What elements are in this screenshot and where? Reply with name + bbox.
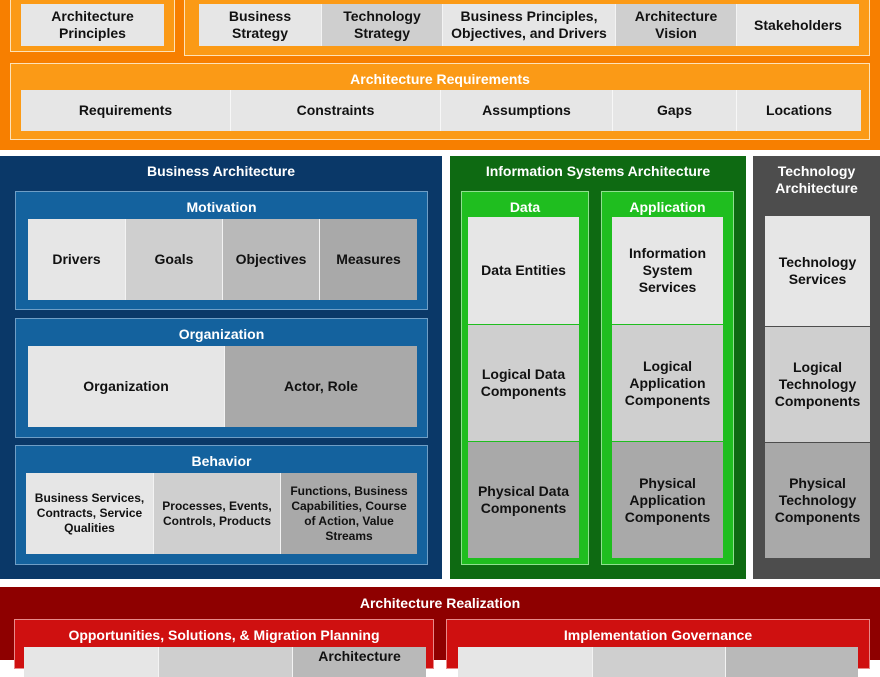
data-entities-cell: Data Entities	[468, 217, 579, 324]
governance-cell-2	[592, 647, 725, 677]
technology-architecture-panel: Technology Architecture Technology Servi…	[753, 156, 880, 579]
gaps-cell: Gaps	[612, 90, 736, 131]
objectives-cell: Objectives	[222, 219, 319, 300]
information-systems-title: Information Systems Architecture	[485, 162, 711, 179]
business-principles-cell: Business Principles, Objectives, and Dri…	[442, 4, 615, 46]
processes-events-cell: Processes, Events, Controls, Products	[153, 473, 280, 554]
opportunities-cell-1	[24, 647, 158, 677]
requirements-title: Architecture Requirements	[350, 70, 530, 87]
technology-architecture-title: Technology Architecture	[775, 163, 858, 196]
principles-box: Architecture Principles	[10, 0, 175, 52]
organization-title: Organization	[178, 325, 265, 342]
architecture-vision-cell: Architecture Vision	[615, 4, 736, 46]
opportunities-title: Opportunities, Solutions, & Migration Pl…	[68, 626, 380, 643]
application-title: Application	[629, 198, 706, 215]
architecture-cell: Architecture	[292, 647, 426, 677]
drivers-cell: Drivers	[28, 219, 125, 300]
logical-technology-components-cell: Logical Technology Components	[765, 327, 870, 442]
data-box: Data Data Entities Logical Data Componen…	[461, 191, 589, 565]
governance-cell-3	[725, 647, 858, 677]
strategy-box: Business Strategy Technology Strategy Bu…	[184, 0, 870, 56]
architecture-principles-cell: Architecture Principles	[21, 4, 164, 46]
organization-cell: Organization	[28, 346, 224, 427]
governance-cell-1	[458, 647, 592, 677]
governance-box: Implementation Governance	[446, 619, 870, 677]
logical-data-components-cell: Logical Data Components	[468, 325, 579, 441]
goals-cell: Goals	[125, 219, 222, 300]
measures-cell: Measures	[319, 219, 417, 300]
opportunities-box: Opportunities, Solutions, & Migration Pl…	[14, 619, 434, 677]
physical-application-components-cell: Physical Application Components	[612, 442, 723, 558]
functions-capabilities-cell: Functions, Business Capabilities, Course…	[280, 473, 417, 554]
logical-application-components-cell: Logical Application Components	[612, 325, 723, 441]
physical-technology-components-cell: Physical Technology Components	[765, 443, 870, 558]
physical-data-components-cell: Physical Data Components	[468, 442, 579, 558]
information-systems-panel: Information Systems Architecture Data Da…	[450, 156, 746, 579]
requirements-cell: Requirements	[21, 90, 230, 131]
application-box: Application Information System Services …	[601, 191, 734, 565]
behavior-box: Behavior Business Services, Contracts, S…	[15, 445, 428, 565]
technology-services-cell: Technology Services	[765, 216, 870, 326]
technology-strategy-cell: Technology Strategy	[321, 4, 442, 46]
behavior-title: Behavior	[191, 452, 252, 469]
organization-box: Organization Organization Actor, Role	[15, 318, 428, 438]
assumptions-cell: Assumptions	[440, 90, 612, 131]
business-strategy-cell: Business Strategy	[199, 4, 321, 46]
business-architecture-panel: Business Architecture Motivation Drivers…	[0, 156, 442, 579]
realization-title: Architecture Realization	[359, 594, 521, 611]
opportunities-cell-2	[158, 647, 292, 677]
business-services-cell: Business Services, Contracts, Service Qu…	[26, 473, 153, 554]
data-title: Data	[509, 198, 541, 215]
business-architecture-title: Business Architecture	[146, 162, 296, 179]
motivation-title: Motivation	[186, 198, 257, 215]
constraints-cell: Constraints	[230, 90, 440, 131]
locations-cell: Locations	[736, 90, 861, 131]
requirements-box: Architecture Requirements Requirements C…	[10, 63, 870, 140]
stakeholders-cell: Stakeholders	[736, 4, 859, 46]
realization-panel: Architecture Realization Opportunities, …	[0, 587, 880, 677]
motivation-box: Motivation Drivers Goals Objectives Meas…	[15, 191, 428, 310]
information-system-services-cell: Information System Services	[612, 217, 723, 324]
actor-role-cell: Actor, Role	[224, 346, 417, 427]
governance-title: Implementation Governance	[563, 626, 753, 643]
